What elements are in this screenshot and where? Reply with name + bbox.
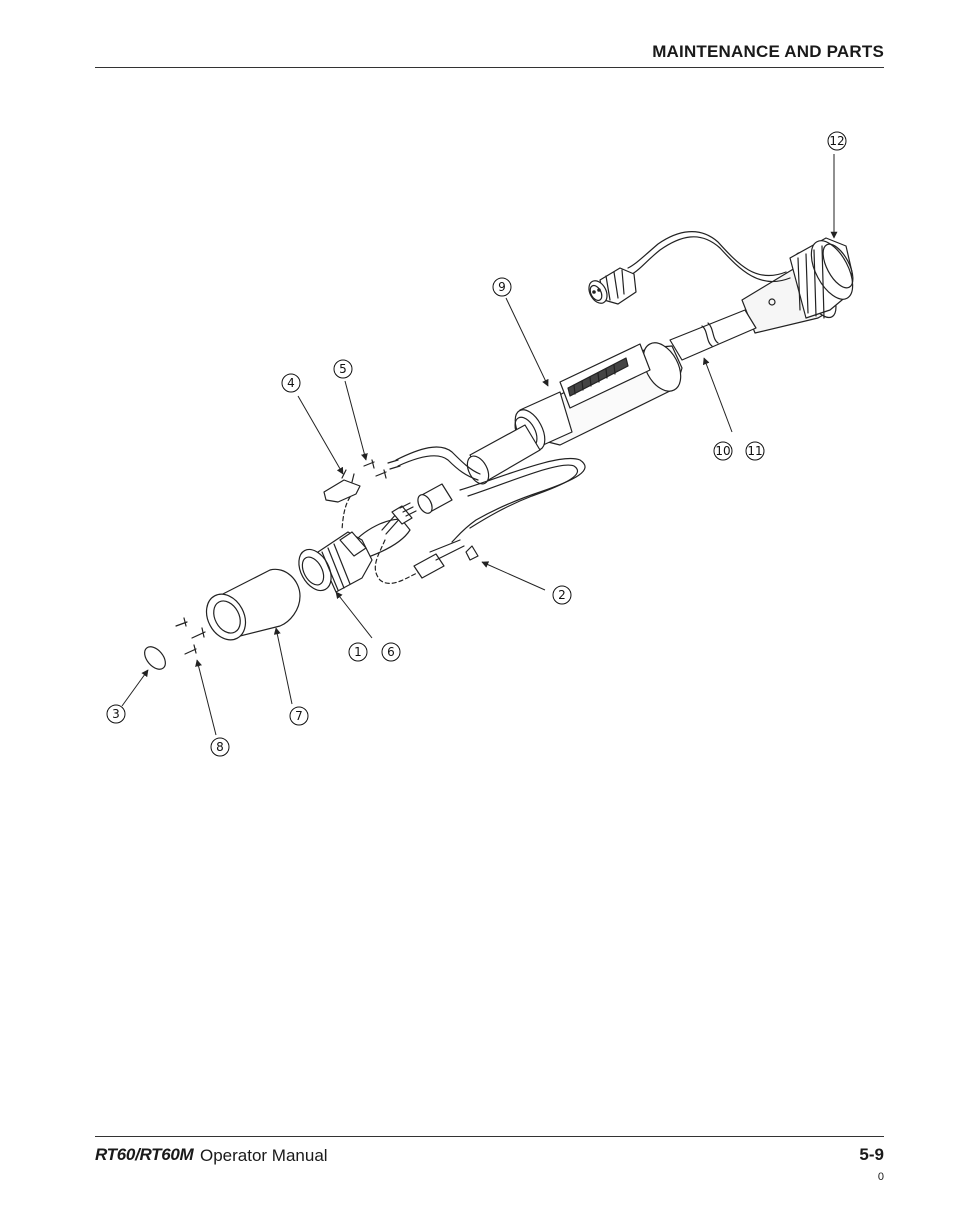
section-title: MAINTENANCE AND PARTS [652, 42, 884, 61]
callout-6: 6 [381, 642, 401, 662]
svg-text:12: 12 [829, 134, 844, 148]
svg-text:5: 5 [339, 362, 347, 376]
callout-2: 2 [552, 585, 572, 605]
torch-head-sleeve [417, 483, 453, 514]
torch-head-mount [298, 531, 373, 593]
switch-screws [363, 459, 387, 479]
rear-connector-housing [741, 237, 854, 334]
header-divider [95, 67, 884, 68]
callout-9: 9 [492, 277, 512, 297]
svg-text:7: 7 [295, 709, 303, 723]
svg-text:11: 11 [747, 444, 762, 458]
svg-text:8: 8 [216, 740, 224, 754]
o-ring [144, 646, 166, 670]
callout-10: 10 [713, 441, 733, 461]
svg-text:2: 2 [558, 588, 566, 602]
callout-11: 11 [745, 441, 765, 461]
lead-loop [451, 458, 586, 543]
callout-7: 7 [289, 706, 309, 726]
page-number: 5-9 [859, 1145, 884, 1164]
svg-text:3: 3 [112, 707, 120, 721]
callout-12: 12 [827, 131, 847, 151]
callout-4: 4 [281, 373, 301, 393]
trigger-switch [323, 469, 361, 503]
callout-3: 3 [106, 704, 126, 724]
control-cable [631, 236, 791, 283]
torch-handle [466, 342, 683, 485]
svg-text:1: 1 [354, 645, 362, 659]
callout-8: 8 [210, 737, 230, 757]
svg-text:9: 9 [498, 280, 506, 294]
footer-divider [95, 1136, 884, 1137]
callout-1: 1 [348, 642, 368, 662]
cable-tie-clip [465, 545, 479, 561]
callout-5: 5 [333, 359, 353, 379]
product-model: RT60/RT60M [95, 1145, 194, 1164]
mounting-screws [175, 617, 206, 655]
control-cable-connector [588, 267, 637, 305]
torch-leads [669, 309, 757, 361]
revision-number: 0 [877, 1171, 884, 1183]
svg-text:4: 4 [287, 376, 295, 390]
retaining-cup [205, 568, 301, 641]
svg-text:10: 10 [715, 444, 730, 458]
document-title: Operator Manual [200, 1146, 328, 1165]
svg-text:6: 6 [387, 645, 395, 659]
